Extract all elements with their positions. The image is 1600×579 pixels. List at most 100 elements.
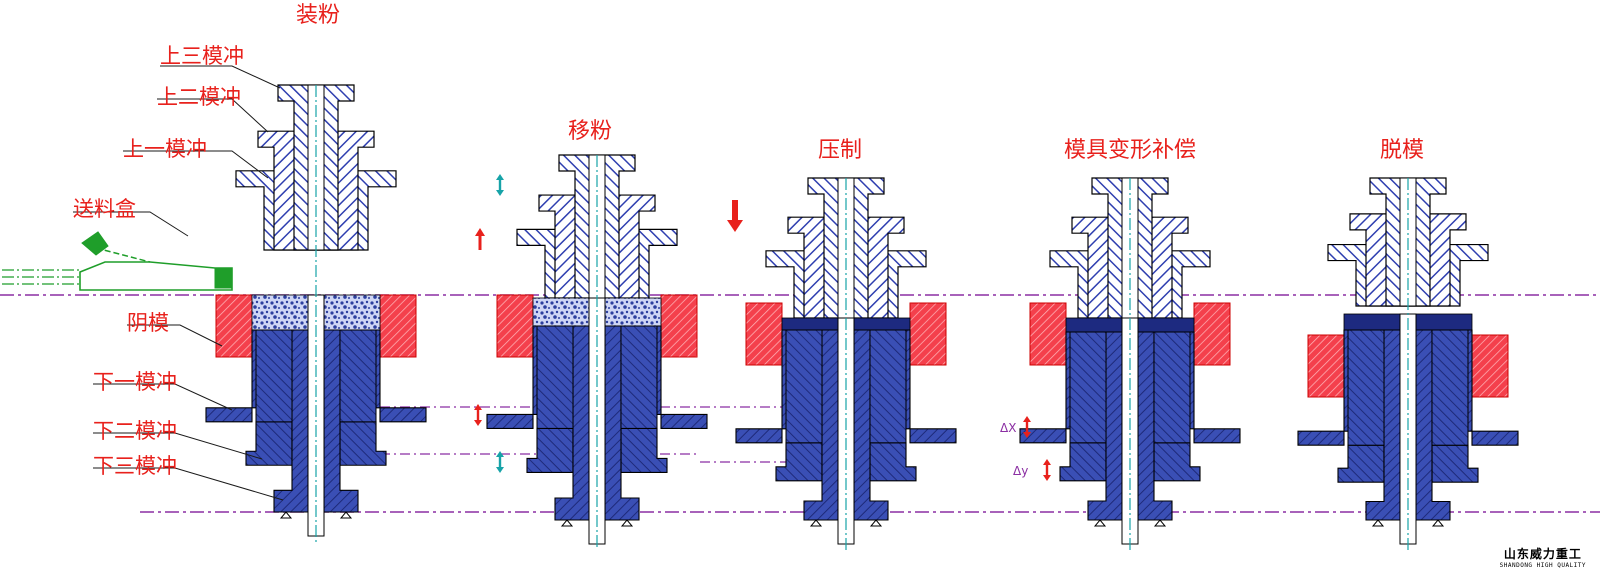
label-upper-punch-2: 上二模冲 — [157, 85, 241, 109]
brand-name-en: SHANDONG HIGH QUALITY — [1499, 562, 1586, 569]
lower-punch-2-left — [1337, 444, 1385, 483]
arrow-head-bottom — [1023, 432, 1031, 438]
feed-box-end — [214, 267, 233, 289]
arrow-shaft — [1025, 422, 1029, 432]
lower-punch-2-column-left — [536, 325, 574, 429]
die-right — [1471, 334, 1509, 398]
brand-logo: 山东威力重工 SHANDONG HIGH QUALITY — [1500, 545, 1586, 569]
label-lower-punch-3: 下三模冲 — [93, 454, 177, 478]
feed-box-group — [2, 231, 233, 291]
arrow-shaft — [498, 457, 502, 467]
leader-line — [93, 432, 263, 460]
lower-punch-2-right — [1431, 444, 1479, 483]
support-foot — [1371, 519, 1385, 527]
die-right — [1193, 302, 1231, 366]
label-die: 阴模 — [127, 311, 169, 335]
core-rod-lower — [837, 317, 855, 545]
leader-line — [157, 98, 269, 133]
die-left — [1307, 334, 1345, 398]
stage-group-transfer — [486, 154, 708, 550]
double-arrow-icon — [1043, 459, 1051, 481]
support-foot — [1093, 519, 1107, 527]
leader-line — [73, 211, 189, 237]
label-lower-punch-1: 下一模冲 — [93, 370, 177, 394]
arrow-head-bottom — [1043, 475, 1051, 481]
double-arrow-icon — [1023, 416, 1031, 438]
lower-punch-2-right — [1153, 442, 1201, 482]
brand-name-cn: 山东威力重工 — [1503, 547, 1582, 561]
label-delta-y: Δy — [1013, 464, 1028, 478]
lower-punch-2-right — [869, 442, 917, 482]
lower-punch-2-column-left — [255, 329, 293, 423]
arrow-head-bottom — [496, 467, 504, 473]
lower-punch-2-column-left — [1069, 331, 1107, 444]
stage-title-transfer: 移粉 — [568, 119, 612, 144]
arrow-head-top — [1043, 459, 1051, 465]
leader-line — [160, 65, 281, 89]
stage-group-eject — [1297, 177, 1519, 550]
stage-title-compensate: 模具变形补偿 — [1064, 138, 1196, 163]
label-upper-punch-1: 上一模冲 — [123, 137, 207, 161]
label-leaders — [73, 65, 284, 501]
double-arrow-icon — [496, 451, 504, 473]
leader-line — [127, 324, 223, 347]
arrow-shaft — [476, 410, 480, 420]
arrow-head-top — [496, 174, 504, 180]
label-lower-punch-2: 下二模冲 — [93, 419, 177, 443]
arrow-up-icon — [475, 228, 485, 250]
die-left — [215, 294, 253, 358]
lower-punch-2-right — [339, 421, 387, 466]
lower-punch-2-column-right — [1153, 331, 1191, 444]
lower-punch-2-column-right — [1431, 329, 1469, 446]
support-foot — [1431, 519, 1445, 527]
stage-title-fill: 装粉 — [296, 3, 340, 28]
support-foot — [560, 519, 574, 527]
lower-punch-2-column-left — [1347, 329, 1385, 446]
arrow-head-top — [1023, 416, 1031, 422]
support-foot — [1153, 519, 1167, 527]
support-foot — [869, 519, 883, 527]
arrow-shaft — [498, 180, 502, 190]
stage-title-press: 压制 — [818, 138, 862, 163]
leader-line — [93, 383, 233, 411]
lower-punch-2-left — [1059, 442, 1107, 482]
support-foot — [620, 519, 634, 527]
die-right — [660, 294, 698, 358]
label-feed-box: 送料盒 — [73, 197, 136, 221]
arrow-down-icon — [727, 200, 743, 232]
feed-box-hinge — [95, 247, 151, 263]
die-left — [496, 294, 534, 358]
arrow-head — [475, 228, 485, 236]
stage-group-fill — [205, 84, 427, 542]
lower-punch-2-left — [526, 427, 574, 473]
arrow-shaft — [478, 236, 482, 250]
lower-punch-2-column-right — [620, 325, 658, 429]
lower-punch-2-column-left — [785, 329, 823, 444]
lower-punch-2-left — [245, 421, 293, 466]
support-foot — [279, 511, 293, 519]
die-left — [745, 302, 783, 366]
motion-arrows — [474, 174, 1051, 481]
feed-box-body — [79, 261, 233, 291]
die-right — [379, 294, 417, 358]
die-left — [1029, 302, 1067, 366]
stage-group-compensate — [1019, 177, 1241, 550]
arrow-head-top — [474, 404, 482, 410]
tooling-groups — [205, 84, 1519, 550]
arrow-head-bottom — [496, 190, 504, 196]
leader-line — [93, 467, 284, 501]
label-upper-punch-3: 上三模冲 — [160, 44, 244, 68]
label-delta-x: ΔX — [1000, 421, 1016, 435]
stage-title-eject: 脱模 — [1380, 138, 1424, 163]
die-right — [909, 302, 947, 366]
arrow-head — [727, 220, 743, 232]
core-rod-lower — [1121, 317, 1139, 545]
arrow-head-top — [496, 451, 504, 457]
lower-punch-2-column-right — [339, 329, 377, 423]
arrow-head-bottom — [474, 420, 482, 426]
arrow-shaft — [732, 200, 738, 220]
stage-group-press — [735, 177, 957, 550]
